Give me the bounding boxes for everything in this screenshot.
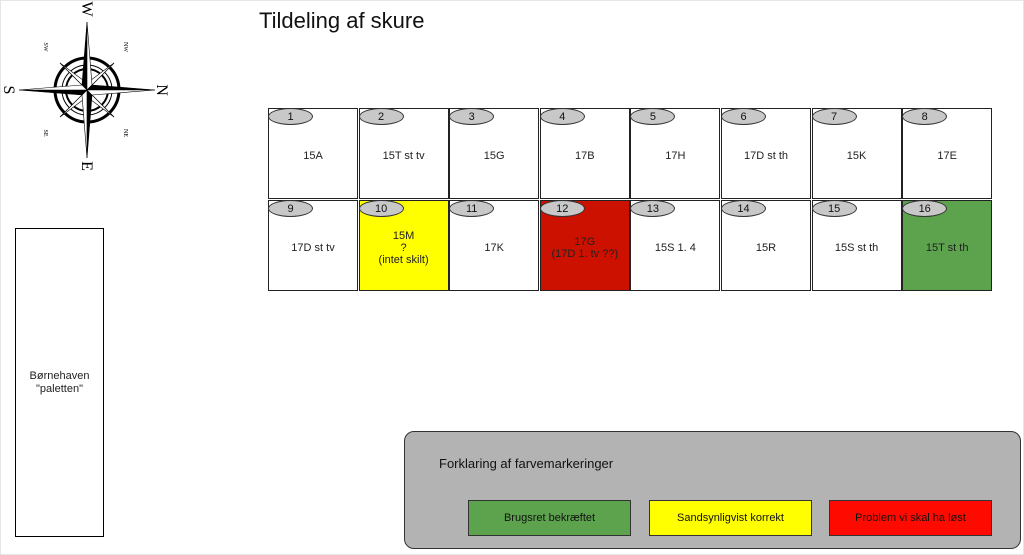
legend-item-problem: Problem vi skal ha løst xyxy=(829,500,992,536)
shed-13: 13 15S 1. 4 xyxy=(630,200,721,291)
compass-sw-label: SW xyxy=(42,43,48,52)
compass-north-label: N xyxy=(153,84,170,96)
shed-label: 15M ? (intet skilt) xyxy=(378,229,429,266)
compass-west-label: W xyxy=(78,1,95,17)
shed-7: 7 15K xyxy=(811,108,902,199)
shed-4: 4 17B xyxy=(539,108,630,199)
shed-number-badge: 3 xyxy=(449,108,495,125)
shed-label: 15K xyxy=(846,149,867,162)
compass-east-label: E xyxy=(78,161,95,171)
shed-12: 12 17G (17D 1. tv ??) xyxy=(539,200,630,291)
shed-grid: 1 15A 2 15T st tv 3 15G 4 17B 5 17H 6 17D st th 7 15K… xyxy=(268,108,993,292)
shed-14: 14 15R xyxy=(721,200,811,291)
legend-item-confirmed: Brugsret bekræftet xyxy=(468,500,631,536)
shed-2: 2 15T st tv xyxy=(358,108,449,199)
shed-label: 15T st tv xyxy=(382,149,425,162)
shed-5: 5 17H xyxy=(630,108,721,199)
shed-label: 15G xyxy=(483,149,505,162)
shed-number-badge: 11 xyxy=(449,200,495,217)
shed-11: 11 17K xyxy=(449,200,540,291)
shed-number-badge: 5 xyxy=(630,108,676,125)
shed-10: 10 15M ? (intet skilt) xyxy=(358,200,449,291)
legend-title: Forklaring af farvemarkeringer xyxy=(439,456,614,471)
shed-label: 17K xyxy=(484,241,504,254)
shed-label: 15S 1. 4 xyxy=(654,241,696,254)
shed-label: 15T st th xyxy=(925,241,969,254)
color-legend: Forklaring af farvemarkeringer Brugsret … xyxy=(404,431,1021,549)
shed-label: 15A xyxy=(303,149,323,162)
shed-number-badge: 10 xyxy=(358,200,404,217)
shed-1: 1 15A xyxy=(268,108,358,199)
shed-number-badge: 13 xyxy=(630,200,676,217)
shed-number-badge: 2 xyxy=(358,108,404,125)
shed-label: 17E xyxy=(937,149,957,162)
shed-label: 15R xyxy=(755,241,777,254)
shed-label: 15S st th xyxy=(834,241,879,254)
page-title: Tildeling af skure xyxy=(259,8,425,33)
shed-3: 3 15G xyxy=(449,108,540,199)
shed-number-badge: 4 xyxy=(539,108,585,125)
shed-number-badge: 1 xyxy=(268,108,313,125)
kindergarten-building: Børnehaven "paletten" xyxy=(15,228,104,537)
shed-number-badge: 15 xyxy=(811,200,857,217)
compass-nw-label: NW xyxy=(122,42,128,52)
shed-6: 6 17D st th xyxy=(721,108,811,199)
shed-number-badge: 12 xyxy=(539,200,585,217)
shed-8: 8 17E xyxy=(902,108,993,199)
shed-label: 17D st th xyxy=(743,149,789,162)
legend-item-probable: Sandsynligvist korrekt xyxy=(649,500,812,536)
shed-label: 17G (17D 1. tv ??) xyxy=(551,235,619,260)
shed-label: 17H xyxy=(665,149,686,162)
shed-label: 17D st tv xyxy=(291,241,335,254)
shed-number-badge: 8 xyxy=(902,108,948,125)
shed-label: 17B xyxy=(575,149,595,162)
compass-rose-icon: W E S N NW SW NE SE xyxy=(0,1,170,171)
shed-number-badge: 6 xyxy=(721,108,766,125)
shed-15: 15 15S st th xyxy=(811,200,902,291)
shed-9: 9 17D st tv xyxy=(268,200,358,291)
compass-se-label: SE xyxy=(42,129,48,136)
compass-ne-label: NE xyxy=(122,129,128,137)
shed-number-badge: 9 xyxy=(268,200,313,217)
shed-number-badge: 7 xyxy=(811,108,857,125)
shed-number-badge: 16 xyxy=(902,200,948,217)
shed-16: 16 15T st th xyxy=(902,200,993,291)
shed-number-badge: 14 xyxy=(721,200,766,217)
compass-south-label: S xyxy=(0,86,17,95)
